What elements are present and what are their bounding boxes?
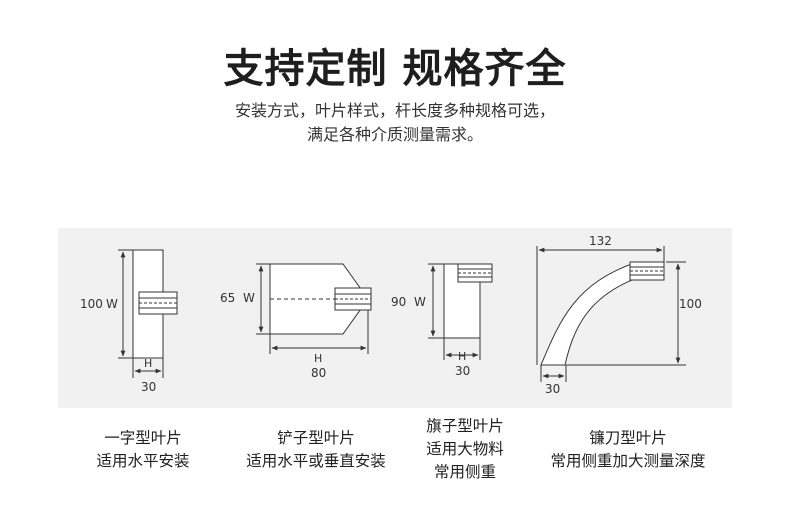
caption-shovel-blade-usage: 适用水平或垂直安装 [246, 452, 386, 470]
caption-flag-blade-usage: 适用大物料 [426, 440, 504, 458]
straight-blade-w-letter: W [106, 297, 118, 311]
subtitle-line-1: 安装方式，叶片样式，杆长度多种规格可选， [234, 101, 555, 120]
shovel-blade-diagram [256, 263, 372, 354]
flag-blade-w-value: 90 [391, 295, 406, 309]
caption-flag-blade-name: 旗子型叶片 [426, 417, 504, 435]
shovel-blade-w-value: 65 [220, 291, 235, 305]
flag-blade-diagram [428, 263, 493, 360]
flag-blade-h-value: 30 [455, 364, 470, 378]
sickle-blade-shape [540, 261, 638, 366]
subtitle-line-2: 满足各种介质测量需求。 [306, 125, 483, 144]
straight-blade-diagram [118, 249, 178, 378]
flag-blade-w-letter: W [414, 295, 426, 309]
sickle-blade-diagram [536, 246, 686, 382]
caption-sickle-blade: 镰刀型叶片 常用侧重加大测量深度 [528, 427, 728, 473]
sickle-blade-bottom-value: 30 [545, 382, 560, 396]
caption-flag-blade: 旗子型叶片 适用大物料 常用侧重 [410, 415, 520, 484]
diagram-panel [58, 228, 732, 408]
caption-sickle-blade-usage: 常用侧重加大测量深度 [550, 452, 706, 470]
straight-blade-w-value: 100 [80, 297, 103, 311]
shovel-blade-w-letter: W [243, 291, 255, 305]
caption-shovel-blade: 铲子型叶片 适用水平或垂直安装 [226, 427, 406, 473]
sickle-blade-side-value: 100 [679, 297, 702, 311]
caption-flag-blade-usage-2: 常用侧重 [433, 463, 496, 481]
shovel-blade-h-letter: H [314, 352, 322, 365]
straight-blade-h-value: 30 [141, 380, 156, 394]
sickle-blade-top-value: 132 [589, 234, 612, 248]
caption-straight-blade-name: 一字型叶片 [104, 429, 182, 447]
caption-straight-blade: 一字型叶片 适用水平安装 [78, 427, 208, 473]
straight-blade-h-letter: H [144, 357, 152, 370]
shovel-blade-h-value: 80 [311, 366, 326, 380]
page-title: 支持定制 规格齐全 [223, 46, 567, 92]
caption-sickle-blade-name: 镰刀型叶片 [589, 429, 667, 447]
flag-blade-h-letter: H [458, 350, 466, 363]
caption-shovel-blade-name: 铲子型叶片 [277, 429, 355, 447]
caption-straight-blade-usage: 适用水平安装 [96, 452, 190, 470]
